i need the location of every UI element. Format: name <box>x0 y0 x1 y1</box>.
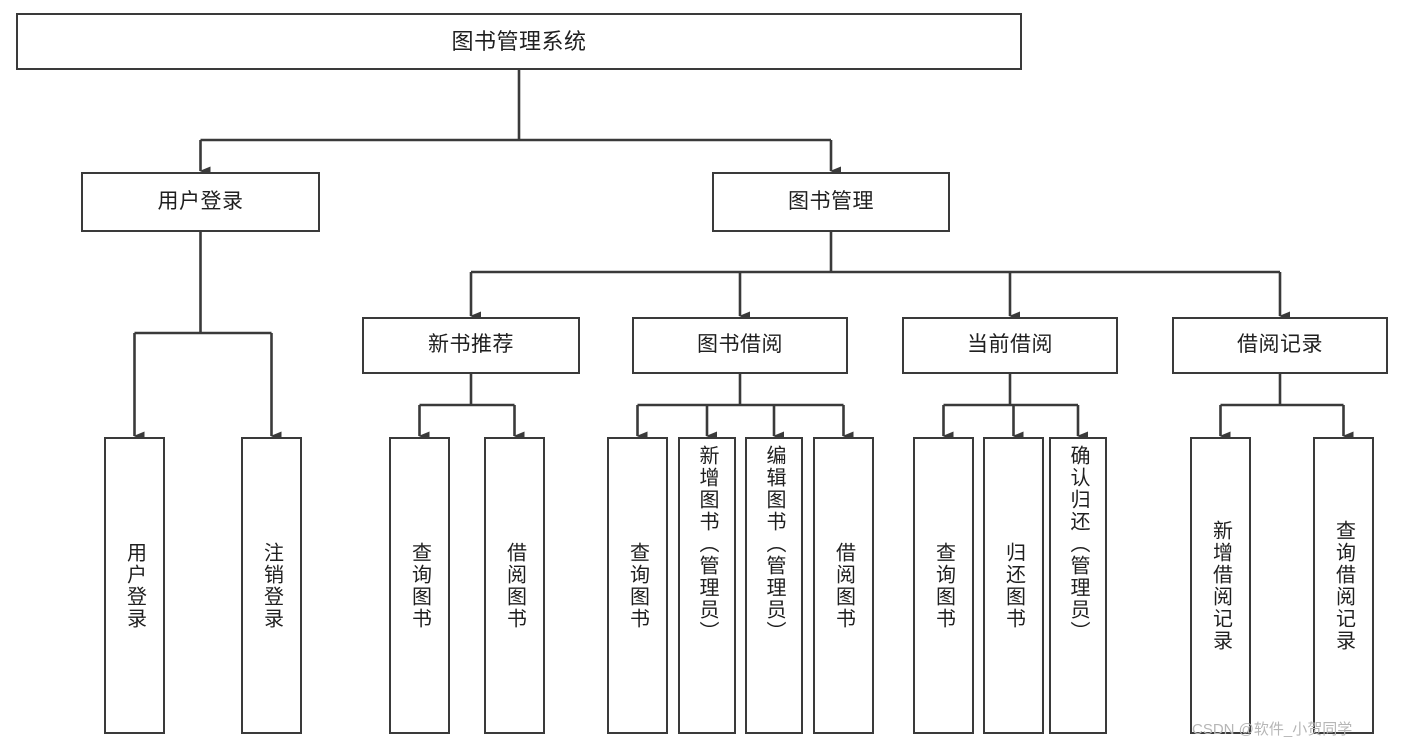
leaf-query-borrow-record[interactable]: 查询借阅记录 <box>1313 437 1374 734</box>
leaf-query-borrow-record-label: 查询借阅记录 <box>1332 519 1355 652</box>
leaf-user-login[interactable]: 用户登录 <box>104 437 165 734</box>
leaf-user-login-label: 用户登录 <box>123 541 146 630</box>
node-borrow-record-label: 借阅记录 <box>1237 333 1323 357</box>
node-user-login[interactable]: 用户登录 <box>81 172 320 232</box>
leaf-confirm-return[interactable]: 确认归还（管理员） <box>1049 437 1107 734</box>
leaf-add-borrow-record-label: 新增借阅记录 <box>1209 519 1232 652</box>
leaf-add-book-label: 新增图书（管理员） <box>696 445 718 643</box>
leaf-add-book[interactable]: 新增图书（管理员） <box>678 437 736 734</box>
leaf-query-book-3-label: 查询图书 <box>932 541 955 630</box>
leaf-query-book-1-label: 查询图书 <box>408 541 431 630</box>
leaf-query-book-2-label: 查询图书 <box>626 541 649 630</box>
leaf-borrow-book-2[interactable]: 借阅图书 <box>813 437 874 734</box>
leaf-borrow-book-2-label: 借阅图书 <box>832 541 855 630</box>
node-book-manage[interactable]: 图书管理 <box>712 172 950 232</box>
leaf-edit-book[interactable]: 编辑图书（管理员） <box>745 437 803 734</box>
node-root[interactable]: 图书管理系统 <box>16 13 1022 70</box>
leaf-borrow-book-1[interactable]: 借阅图书 <box>484 437 545 734</box>
leaf-add-borrow-record[interactable]: 新增借阅记录 <box>1190 437 1251 734</box>
node-user-login-label: 用户登录 <box>157 189 244 213</box>
leaf-query-book-3[interactable]: 查询图书 <box>913 437 974 734</box>
node-new-book-recommend-label: 新书推荐 <box>428 333 514 357</box>
node-current-borrow[interactable]: 当前借阅 <box>902 317 1118 374</box>
leaf-return-book-label: 归还图书 <box>1002 541 1025 630</box>
node-root-label: 图书管理系统 <box>451 28 587 54</box>
node-borrow-record[interactable]: 借阅记录 <box>1172 317 1388 374</box>
node-book-borrow[interactable]: 图书借阅 <box>632 317 848 374</box>
leaf-confirm-return-label: 确认归还（管理员） <box>1067 445 1089 643</box>
leaf-logout-label: 注销登录 <box>260 541 283 630</box>
node-current-borrow-label: 当前借阅 <box>967 333 1053 357</box>
leaf-logout[interactable]: 注销登录 <box>241 437 302 734</box>
node-new-book-recommend[interactable]: 新书推荐 <box>362 317 580 374</box>
leaf-query-book-1[interactable]: 查询图书 <box>389 437 450 734</box>
leaf-return-book[interactable]: 归还图书 <box>983 437 1044 734</box>
leaf-borrow-book-1-label: 借阅图书 <box>503 541 526 630</box>
leaf-edit-book-label: 编辑图书（管理员） <box>763 445 785 643</box>
leaf-query-book-2[interactable]: 查询图书 <box>607 437 668 734</box>
node-book-manage-label: 图书管理 <box>788 189 874 213</box>
edge-layer <box>133 70 1354 441</box>
node-book-borrow-label: 图书借阅 <box>697 333 783 357</box>
